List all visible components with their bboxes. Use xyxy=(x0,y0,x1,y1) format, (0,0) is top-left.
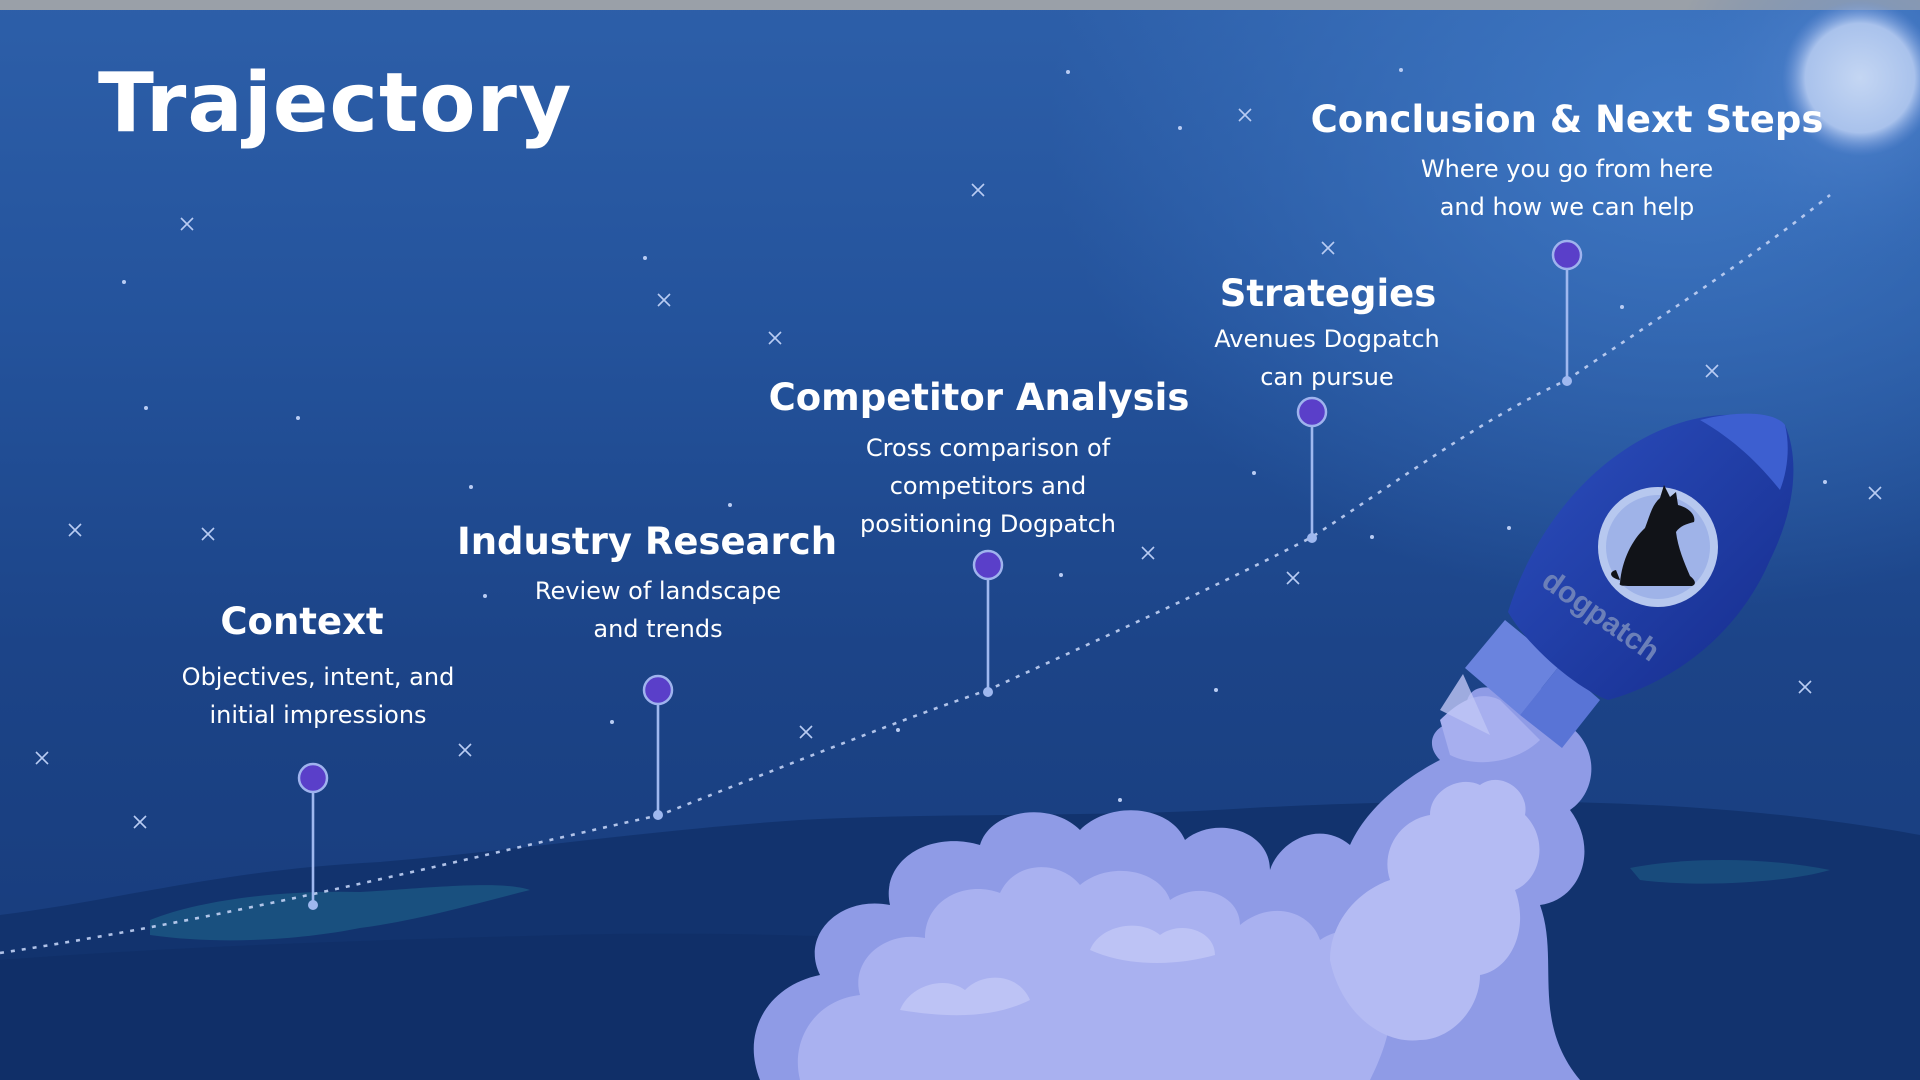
star-icon xyxy=(133,815,147,829)
milestone-desc-line: and trends xyxy=(593,615,723,643)
milestone-marker-competitor xyxy=(972,549,1004,697)
star-icon xyxy=(1252,471,1256,475)
star-icon xyxy=(1823,480,1827,484)
milestone-desc-line: Cross comparison of xyxy=(865,434,1111,462)
star-icon xyxy=(643,256,647,260)
smoke-cloud xyxy=(753,681,1592,1080)
star-icon xyxy=(469,485,473,489)
moon-icon xyxy=(1670,0,1920,270)
top-border xyxy=(0,0,1920,10)
milestone-title-context: Context xyxy=(220,600,384,643)
milestone-title-competitor-analysis: Competitor Analysis xyxy=(768,376,1190,419)
star-icon xyxy=(1507,526,1511,530)
star-icon xyxy=(144,406,148,410)
milestone-desc-line: can pursue xyxy=(1260,363,1394,391)
star-icon xyxy=(1705,364,1719,378)
star-icon xyxy=(1066,70,1070,74)
milestone-markers xyxy=(297,239,1583,910)
star-icon xyxy=(122,280,126,284)
star-icon xyxy=(1286,571,1300,585)
star-icon xyxy=(68,523,82,537)
star-icon xyxy=(657,293,671,307)
star-icon xyxy=(1141,546,1155,560)
trajectory-path xyxy=(0,193,1831,955)
milestone-desc-strategies: Avenues Dogpatch can pursue xyxy=(1214,320,1439,396)
star-icon xyxy=(896,728,900,732)
star-icon xyxy=(1238,108,1252,122)
milestone-desc-line: Objectives, intent, and xyxy=(181,663,455,691)
star-icon xyxy=(799,725,813,739)
milestone-marker-conclusion xyxy=(1551,239,1583,386)
milestone-desc-conclusion: Where you go from here and how we can he… xyxy=(1421,150,1713,226)
star-icon xyxy=(610,720,614,724)
milestone-desc-line: initial impressions xyxy=(209,701,427,729)
milestone-desc-line: competitors and xyxy=(889,472,1087,500)
star-icon xyxy=(1620,305,1624,309)
star-icon xyxy=(201,527,215,541)
milestone-desc-line: positioning Dogpatch xyxy=(860,510,1116,538)
milestone-title-industry-research: Industry Research xyxy=(456,520,838,563)
star-icon xyxy=(1370,535,1374,539)
milestone-desc-line: Review of landscape xyxy=(534,577,782,605)
star-icon xyxy=(768,331,782,345)
milestone-desc-line: Avenues Dogpatch xyxy=(1214,325,1440,353)
milestone-desc-context: Objectives, intent, and initial impressi… xyxy=(182,658,455,734)
milestone-marker-industry xyxy=(642,674,674,820)
star-icon xyxy=(1118,798,1122,802)
star-icon xyxy=(728,503,732,507)
milestone-marker-strategies xyxy=(1296,396,1328,543)
star-icon xyxy=(1178,126,1182,130)
star-icon xyxy=(483,594,487,598)
star-icon xyxy=(180,217,194,231)
milestone-desc-line: and how we can help xyxy=(1439,193,1695,221)
star-field xyxy=(35,68,1882,829)
star-icon xyxy=(1399,68,1403,72)
dog-icon xyxy=(1611,485,1695,586)
milestone-desc-industry-research: Review of landscape and trends xyxy=(535,572,781,648)
star-icon xyxy=(458,743,472,757)
star-icon xyxy=(971,183,985,197)
star-icon xyxy=(1868,486,1882,500)
star-icon xyxy=(296,416,300,420)
milestone-marker-context xyxy=(297,762,329,910)
star-icon xyxy=(1214,688,1218,692)
star-icon xyxy=(35,751,49,765)
star-icon xyxy=(1059,573,1063,577)
star-icon xyxy=(1321,241,1335,255)
milestone-desc-line: Where you go from here xyxy=(1420,155,1714,183)
milestone-title-strategies: Strategies xyxy=(1219,272,1437,315)
milestone-desc-competitor-analysis: Cross comparison of competitors and posi… xyxy=(860,429,1116,543)
star-icon xyxy=(1798,680,1812,694)
slide-title: Trajectory xyxy=(98,56,573,151)
milestone-title-conclusion: Conclusion & Next Steps xyxy=(1310,98,1824,141)
